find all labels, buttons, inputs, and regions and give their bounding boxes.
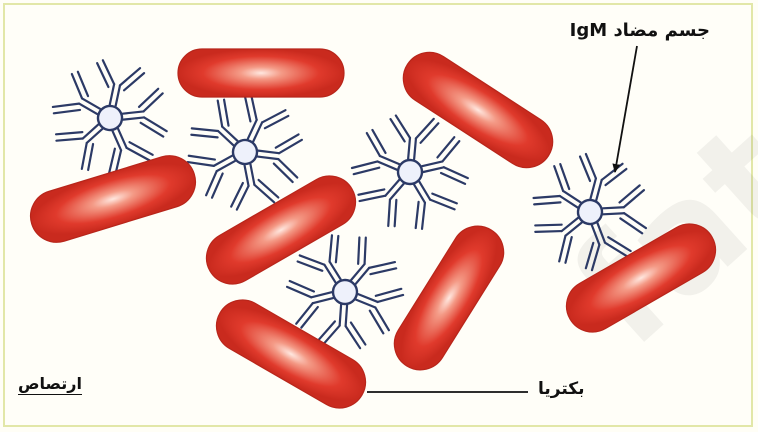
rod-bacterium-icon [197,166,365,293]
rod-bacterium-icon [178,49,344,97]
rod-bacterium-icon [24,149,202,248]
agglutination-label: ارتصاص [18,374,82,393]
bacteria-label: بكتريا [538,379,585,399]
igm-antibody-icon [345,112,474,236]
rod-bacterium-icon [393,42,562,177]
bacteria-layer [24,42,725,417]
igm-antibody-label: جسم مضاد IgM [570,20,710,41]
rod-bacterium-icon [385,216,514,379]
antibody-pointer-arrow [615,46,637,172]
rod-bacterium-icon [207,290,375,417]
